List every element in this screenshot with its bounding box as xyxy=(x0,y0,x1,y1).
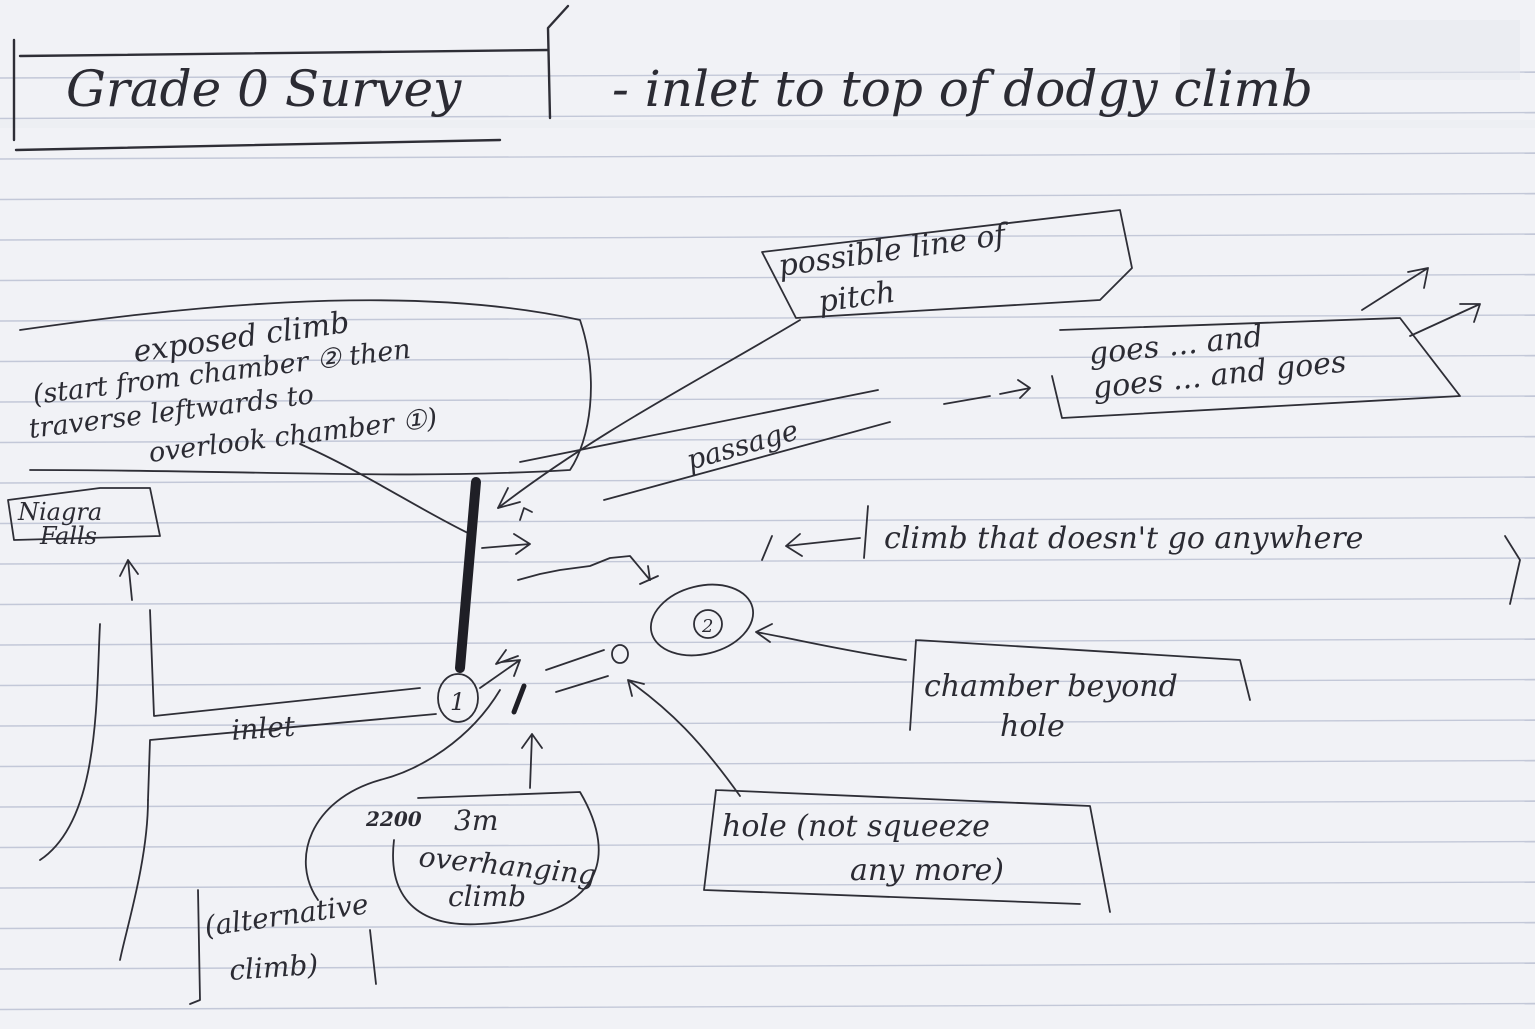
survey-line xyxy=(455,477,773,673)
overhang-text-1: 3m xyxy=(454,804,498,837)
niagra-text-1: Niagra xyxy=(17,498,102,526)
hole-label-box: hole (not squeeze any more) xyxy=(627,679,1111,913)
chamber-1: 1 xyxy=(437,649,521,723)
chamber-2-marker: 2 xyxy=(701,616,713,637)
ruled-line xyxy=(0,273,1535,282)
chamber-1-marker: 1 xyxy=(450,688,465,716)
ruled-line xyxy=(0,678,1535,687)
ruled-line xyxy=(0,800,1535,808)
ruled-line xyxy=(0,354,1535,363)
goes-label-box: goes ... and goes ... and goes xyxy=(1051,267,1481,419)
chamber-beyond-text-1: chamber beyond xyxy=(924,669,1178,704)
ruled-line xyxy=(0,314,1535,322)
overhanging-climb-label-box: 2200 3m overhanging climb xyxy=(365,733,600,926)
chamber-beyond-label-box: chamber beyond hole xyxy=(755,623,1251,744)
ruled-line xyxy=(0,395,1535,403)
title-box: Grade 0 Survey - inlet to top of dodgy c… xyxy=(12,4,1313,152)
possible-line-text-1: possible line of xyxy=(776,217,1012,284)
niagra-text-2: Falls xyxy=(39,522,97,550)
ruled-line xyxy=(0,516,1535,525)
hole-lines xyxy=(511,644,629,715)
page-title: Grade 0 Survey xyxy=(66,60,462,118)
ruled-line xyxy=(0,881,1535,889)
show-through-text xyxy=(0,20,1535,128)
hole-text-2: any more) xyxy=(850,853,1004,888)
ruled-line xyxy=(0,435,1535,444)
ruled-line xyxy=(0,233,1535,241)
alt-text-1: (alternative xyxy=(202,887,370,943)
climb-nowhere-label: climb that doesn't go anywhere xyxy=(785,505,1521,605)
inlet-label: inlet xyxy=(230,710,297,747)
passage-label: passage xyxy=(683,413,802,476)
ruled-line xyxy=(0,192,1535,201)
page-subtitle: - inlet to top of dodgy climb xyxy=(612,60,1313,118)
ruled-line xyxy=(0,638,1535,646)
ruled-line xyxy=(0,557,1535,565)
climb-nowhere-text: climb that doesn't go anywhere xyxy=(884,521,1363,556)
inlet-passage: inlet xyxy=(39,609,437,961)
overhang-prefix: 2200 xyxy=(365,807,422,831)
ruled-line xyxy=(0,111,1535,120)
chamber-2: 2 xyxy=(649,583,755,657)
ruled-line xyxy=(0,476,1535,484)
hole-text-1: hole (not squeeze xyxy=(722,809,990,844)
ruled-line xyxy=(0,1002,1535,1011)
ruled-line xyxy=(0,152,1535,160)
alt-text-2: climb) xyxy=(228,948,319,987)
ruled-line xyxy=(0,759,1535,768)
ruled-line xyxy=(0,840,1535,849)
ruled-lines xyxy=(0,71,1535,1011)
exposed-climb-label-box: exposed climb (start from chamber ② then… xyxy=(19,299,592,555)
niagra-falls-label-box: Niagra Falls xyxy=(7,487,161,601)
ruled-line xyxy=(0,921,1535,930)
ruled-line xyxy=(0,962,1535,970)
ruled-line xyxy=(0,719,1535,727)
overhang-text-3: climb xyxy=(448,880,526,913)
chamber-beyond-text-2: hole xyxy=(1000,709,1065,744)
ruled-line xyxy=(0,597,1535,606)
